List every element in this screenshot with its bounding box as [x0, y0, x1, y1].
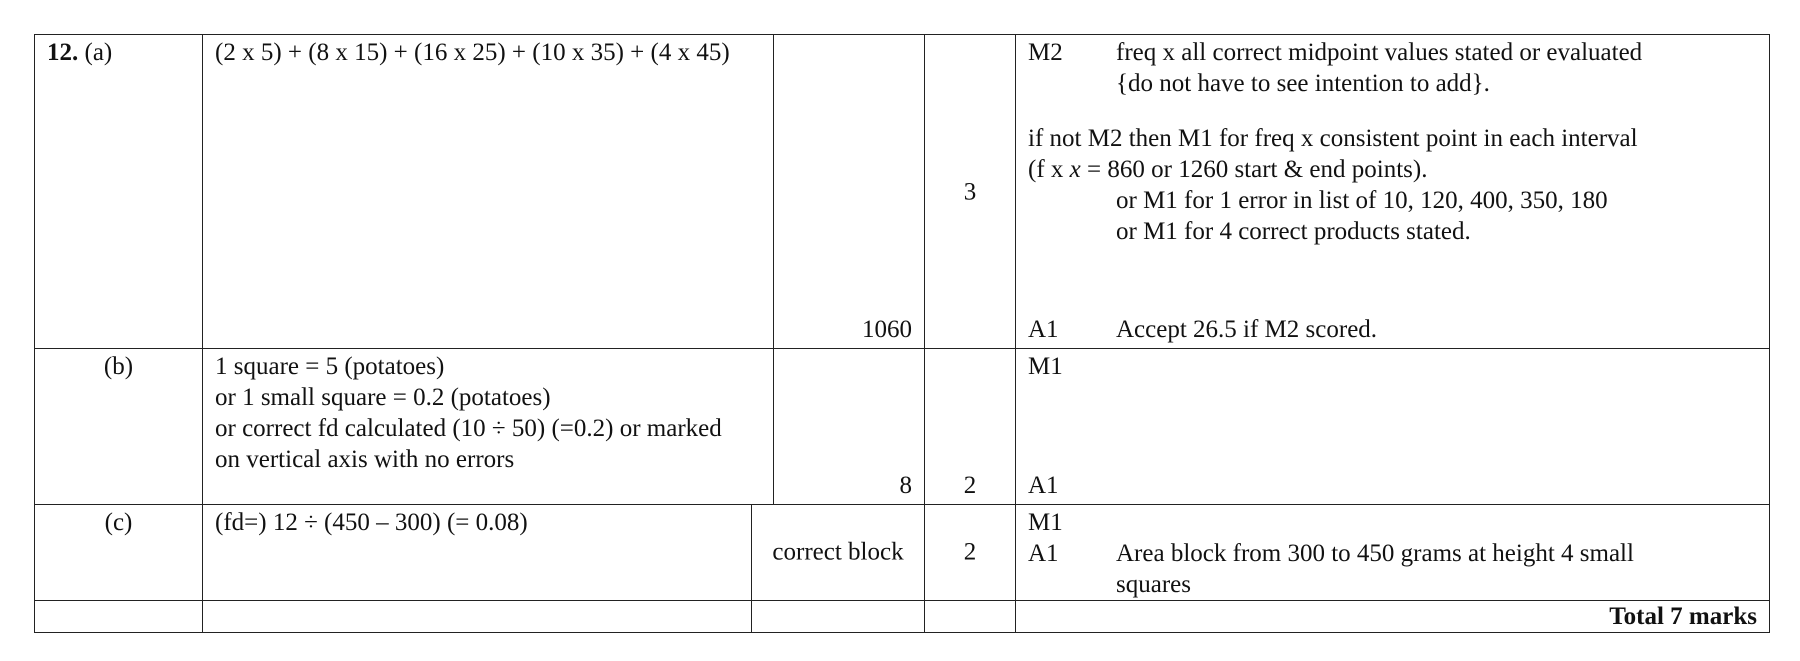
note-text: or M1 for 4 correct products stated.: [1116, 218, 1471, 245]
working-cell-a: (2 x 5) + (8 x 15) + (16 x 25) + (10 x 3…: [202, 34, 774, 349]
question-number-cell: 12. (a): [34, 34, 203, 349]
total-marks: Total 7 marks: [1609, 603, 1757, 630]
answer-c: correct block: [772, 538, 904, 566]
empty-cell: [751, 600, 925, 633]
answer-a: 1060: [862, 316, 912, 343]
working-line: or correct fd calculated (10 ÷ 50) (=0.2…: [215, 415, 722, 442]
answer-cell-b: 8: [773, 348, 925, 505]
note-text: or M1 for 1 error in list of 10, 120, 40…: [1116, 187, 1608, 214]
part-cell-b: (b): [34, 348, 203, 505]
row-part-c: (c) (fd=) 12 ÷ (450 – 300) (= 0.08) corr…: [34, 504, 1770, 601]
mark-code-a1: A1: [1028, 472, 1059, 499]
mark-code-a1: A1: [1028, 540, 1059, 567]
note-fragment: (f x: [1028, 156, 1070, 183]
answer-cell-a: 1060: [773, 34, 925, 349]
marks-b: 2: [963, 472, 977, 499]
mark-code-a1: A1: [1028, 316, 1059, 343]
marks-cell-b: 2: [924, 348, 1016, 505]
note-fragment: Area block from 300 to 450 grams at heig…: [1116, 540, 1634, 567]
working-cell-b: 1 square = 5 (potatoes) or 1 small squar…: [202, 348, 774, 505]
part-cell-c: (c): [34, 504, 203, 601]
marks-a: 3: [963, 178, 977, 205]
notes-cell-a: M2 freq x all correct midpoint values st…: [1015, 34, 1770, 349]
empty-cell: [924, 600, 1016, 633]
part-label-b: (b): [103, 353, 134, 380]
note-a1: A1 Accept 26.5 if M2 scored.: [1028, 314, 1761, 345]
question-number: 12.: [47, 39, 79, 66]
notes-cell-c: M1 A1 Area block from 300 to 450 grams a…: [1015, 504, 1770, 601]
total-cell: Total 7 marks: [1015, 600, 1770, 633]
working-line: on vertical axis with no errors: [215, 446, 515, 473]
empty-cell: [202, 600, 752, 633]
empty-cell: [34, 600, 203, 633]
mark-code-m1: M1: [1028, 353, 1063, 380]
note-a1: A1 Area block from 300 to 450 grams at h…: [1028, 538, 1761, 600]
note-text: {do not have to see intention to add}.: [1116, 70, 1490, 97]
working-line: or 1 small square = 0.2 (potatoes): [215, 384, 551, 411]
note-text: if not M2 then M1 for freq x consistent …: [1028, 125, 1638, 152]
mark-code-m1: M1: [1028, 509, 1063, 536]
notes-cell-b: M1 A1: [1015, 348, 1770, 505]
note-text: Accept 26.5 if M2 scored.: [1116, 316, 1378, 343]
working-cell-c: (fd=) 12 ÷ (450 – 300) (= 0.08): [202, 504, 752, 601]
note-m2: M2 freq x all correct midpoint values st…: [1028, 37, 1761, 68]
answer-b: 8: [899, 472, 913, 499]
mark-code-m2: M2: [1028, 39, 1063, 66]
note-text: (f x x = 860 or 1260 start & end points)…: [1028, 154, 1761, 185]
mark-scheme-table: 12. (a) (2 x 5) + (8 x 15) + (16 x 25) +…: [34, 34, 1770, 633]
part-label-a: (a): [84, 39, 113, 66]
note-fragment: squares: [1116, 571, 1191, 598]
note-fragment: = 860 or 1260 start & end points).: [1080, 156, 1428, 183]
row-part-a: 12. (a) (2 x 5) + (8 x 15) + (16 x 25) +…: [34, 34, 1770, 349]
answer-cell-c: correct block: [751, 504, 925, 601]
working-a: (2 x 5) + (8 x 15) + (16 x 25) + (10 x 3…: [215, 39, 730, 66]
variable-x: x: [1069, 156, 1081, 183]
note-text: freq x all correct midpoint values state…: [1116, 39, 1643, 66]
note-text: Area block from 300 to 450 grams at heig…: [1116, 538, 1761, 600]
marks-c: 2: [963, 538, 977, 566]
row-part-b: (b) 1 square = 5 (potatoes) or 1 small s…: [34, 348, 1770, 505]
working-c: (fd=) 12 ÷ (450 – 300) (= 0.08): [215, 509, 528, 536]
marks-cell-c: 2: [924, 504, 1016, 601]
working-line: 1 square = 5 (potatoes): [215, 353, 445, 380]
marks-cell-a: 3: [924, 34, 1016, 349]
part-label-c: (c): [104, 509, 133, 536]
row-total: Total 7 marks: [34, 600, 1770, 633]
